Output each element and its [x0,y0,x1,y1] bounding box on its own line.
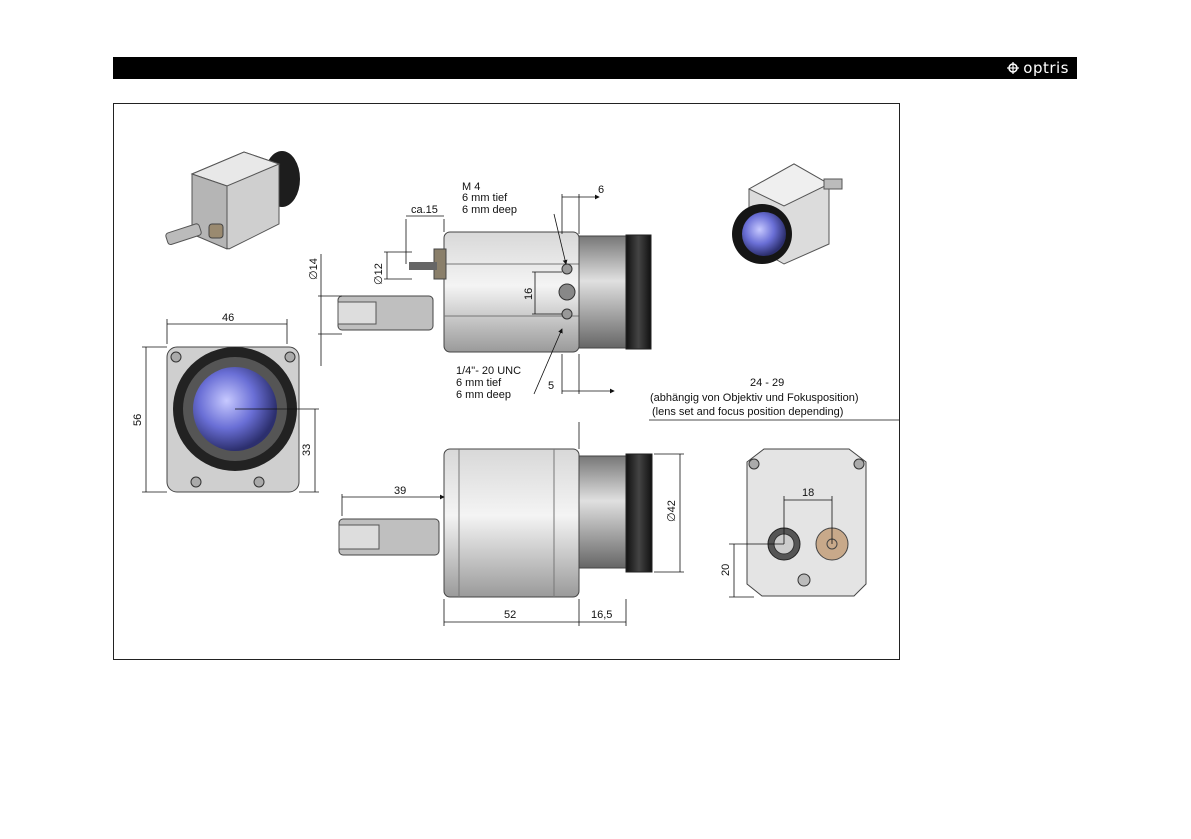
label-18: 18 [802,487,814,499]
label-tief1: 6 mm tief [462,192,508,204]
label-deep2: 6 mm deep [456,389,511,401]
header-bar: optris [113,57,1077,79]
label-20: 20 [720,564,732,576]
label-d12: ∅12 [373,263,385,285]
label-52: 52 [504,609,516,621]
camera-3d-rear-view [165,151,300,249]
label-33: 33 [301,444,313,456]
label-d42: ∅42 [666,500,678,522]
brand-name: optris [1023,59,1069,77]
drawing-frame: M 4 6 mm tief 6 mm deep 6 ca.15 ∅14 ∅12 … [113,103,900,660]
camera-front-view [167,347,299,492]
label-16: 16 [523,288,535,300]
label-ca15: ca.15 [411,204,438,216]
label-range: 24 - 29 [750,377,784,389]
technical-drawing: M 4 6 mm tief 6 mm deep 6 ca.15 ∅14 ∅12 … [114,104,899,659]
label-16-5: 16,5 [591,609,612,621]
label-6: 6 [598,184,604,196]
camera-rear-view [747,449,866,596]
label-range-en: (lens set and focus position depending) [652,406,843,418]
optris-logo-icon [1007,62,1019,74]
label-tief2: 6 mm tief [456,377,502,389]
brand-logo: optris [1007,59,1069,77]
label-56: 56 [132,414,144,426]
label-unc: 1/4"- 20 UNC [456,365,521,377]
camera-3d-front-view [732,164,842,264]
label-deep1: 6 mm deep [462,204,517,216]
camera-side-view-top [338,232,651,352]
label-d14: ∅14 [308,258,320,280]
label-range-de: (abhängig von Objektiv und Fokusposition… [650,392,859,404]
label-5: 5 [548,380,554,392]
label-46: 46 [222,312,234,324]
label-39: 39 [394,485,406,497]
camera-side-view-bottom [339,449,652,597]
